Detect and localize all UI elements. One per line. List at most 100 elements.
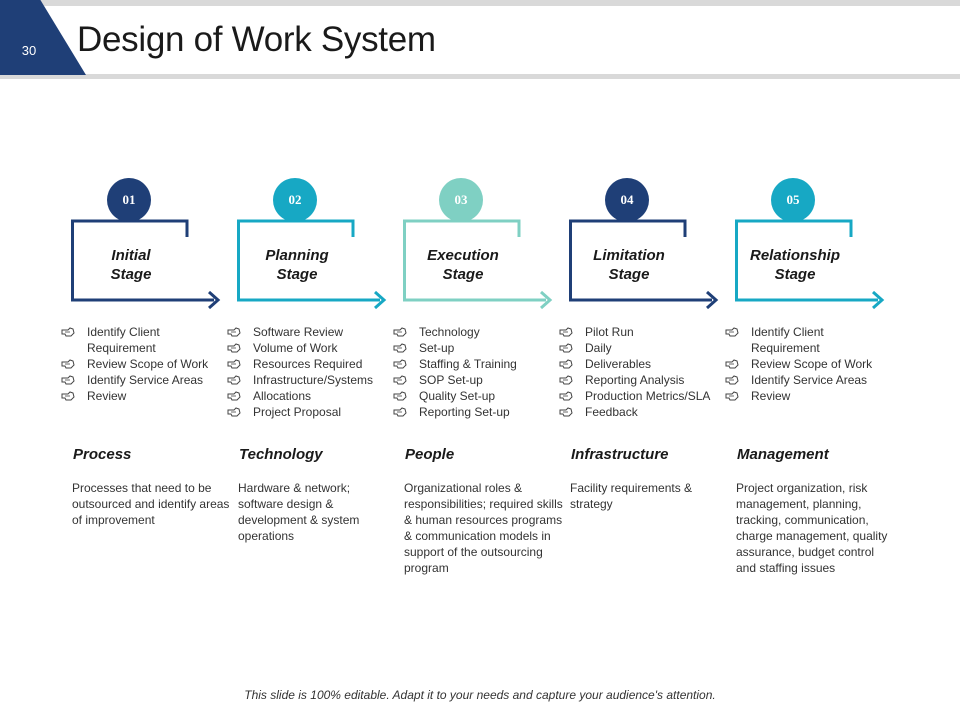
- bullet-text: Staffing & Training: [419, 357, 517, 371]
- pointing-hand-icon: [393, 342, 407, 354]
- category-description: Project organization, risk management, p…: [736, 481, 888, 575]
- pointing-hand-icon: [559, 326, 573, 338]
- pointing-hand-icon: [725, 374, 739, 386]
- bullet-text: Identify Client: [751, 325, 824, 339]
- bullet-item: Review Scope of Work: [61, 356, 241, 372]
- bullet-item: Resources Required: [227, 356, 407, 372]
- stage-arrow-frame: [237, 219, 387, 310]
- pointing-hand-icon: [559, 406, 573, 418]
- pointing-hand-icon: [61, 358, 75, 370]
- bullet-text: Feedback: [585, 405, 638, 419]
- stage-name-line1: Relationship: [749, 247, 840, 264]
- bullet-text: Project Proposal: [253, 405, 342, 419]
- bullet-item: Requirement: [725, 340, 905, 356]
- pointing-hand-icon: [559, 358, 573, 370]
- pointing-hand-icon: [559, 342, 573, 354]
- pointing-hand-icon: [393, 358, 407, 370]
- pointing-hand-icon: [61, 390, 75, 402]
- bullet-text: Resources Required: [253, 357, 363, 371]
- pointing-hand-icon: [227, 406, 241, 418]
- bullet-item: Reporting Analysis: [559, 372, 739, 388]
- bullet-item: Reporting Set-up: [393, 404, 573, 420]
- bullet-text: Quality Set-up: [419, 389, 496, 403]
- bullet-item: Allocations: [227, 388, 407, 404]
- stage-arrow-frame: [735, 219, 885, 310]
- category-description: Processes that need to be outsourced and…: [72, 481, 230, 527]
- category-title: Process: [73, 446, 132, 463]
- bullet-item: Production Metrics/SLA: [559, 388, 739, 404]
- footer-note: This slide is 100% editable. Adapt it to…: [244, 688, 716, 702]
- bullet-item: Staffing & Training: [393, 356, 573, 372]
- stage-name-line1: Limitation: [593, 247, 665, 264]
- stage-arrow-frame: [71, 219, 221, 310]
- bullet-item: Volume of Work: [227, 340, 407, 356]
- category-title: Management: [737, 446, 829, 463]
- bullet-text: Review: [87, 389, 127, 403]
- bullet-item: Identify Client: [725, 324, 905, 340]
- stage-number-badge: 03: [439, 178, 483, 222]
- pointing-hand-icon: [227, 342, 241, 354]
- bullet-item: Software Review: [227, 324, 407, 340]
- bullet-item: Identify Client: [61, 324, 241, 340]
- pointing-hand-icon: [559, 374, 573, 386]
- bullet-item: Set-up: [393, 340, 573, 356]
- bullet-item: Technology: [393, 324, 573, 340]
- pointing-hand-icon: [725, 390, 739, 402]
- bullet-item: Review: [725, 388, 905, 404]
- pointing-hand-icon: [725, 326, 739, 338]
- bullet-text: Identify Service Areas: [87, 373, 204, 387]
- bullet-item: Requirement: [61, 340, 241, 356]
- stage-number-badge: 01: [107, 178, 151, 222]
- bullet-text: Reporting Analysis: [585, 373, 685, 387]
- pointing-hand-icon: [393, 390, 407, 402]
- category-description: Hardware & network; software design & de…: [238, 481, 360, 543]
- bullet-text: Allocations: [253, 389, 312, 403]
- stage-number-badge: 04: [605, 178, 649, 222]
- stage-name-line2: Stage: [110, 266, 152, 283]
- bullet-text: SOP Set-up: [419, 373, 483, 387]
- bullet-item: Review: [61, 388, 241, 404]
- bullet-item: Project Proposal: [227, 404, 407, 420]
- stage-name: Planning Stage: [243, 246, 351, 284]
- bullet-text: Software Review: [253, 325, 344, 339]
- bullet-text: Deliverables: [585, 357, 652, 371]
- category-title: Technology: [239, 446, 323, 463]
- category-title: Infrastructure: [571, 446, 669, 463]
- bullet-item: Review Scope of Work: [725, 356, 905, 372]
- stage-number-badge: 02: [273, 178, 317, 222]
- bullet-item: Infrastructure/Systems: [227, 372, 407, 388]
- stage-name-line2: Stage: [442, 266, 484, 283]
- stage-name: Limitation Stage: [575, 246, 683, 284]
- pointing-hand-icon: [61, 326, 75, 338]
- bullet-text: Identify Client: [87, 325, 160, 339]
- bullet-text: Technology: [419, 325, 480, 339]
- slide-number: 30: [21, 43, 37, 58]
- bullet-text: Set-up: [419, 341, 455, 355]
- top-strip: [0, 0, 960, 6]
- stage-name-line1: Planning: [265, 247, 329, 264]
- stage-name: Relationship Stage: [741, 246, 849, 284]
- slide-title: Design of Work System: [77, 20, 436, 59]
- stage-arrow-frame: [403, 219, 553, 310]
- pointing-hand-icon: [227, 374, 241, 386]
- pointing-hand-icon: [227, 358, 241, 370]
- bullet-item: SOP Set-up: [393, 372, 573, 388]
- stage-name-line2: Stage: [774, 266, 816, 283]
- bullet-item: Deliverables: [559, 356, 739, 372]
- stage-number-badge: 05: [771, 178, 815, 222]
- pointing-hand-icon: [393, 326, 407, 338]
- category-description: Organizational roles & responsibilities;…: [404, 481, 563, 575]
- bullet-text: Production Metrics/SLA: [585, 389, 711, 403]
- stage-name-line1: Initial: [111, 247, 151, 264]
- bullet-text: Requirement: [87, 341, 156, 355]
- pointing-hand-icon: [725, 358, 739, 370]
- bullet-item: Feedback: [559, 404, 739, 420]
- bullet-text: Requirement: [751, 341, 820, 355]
